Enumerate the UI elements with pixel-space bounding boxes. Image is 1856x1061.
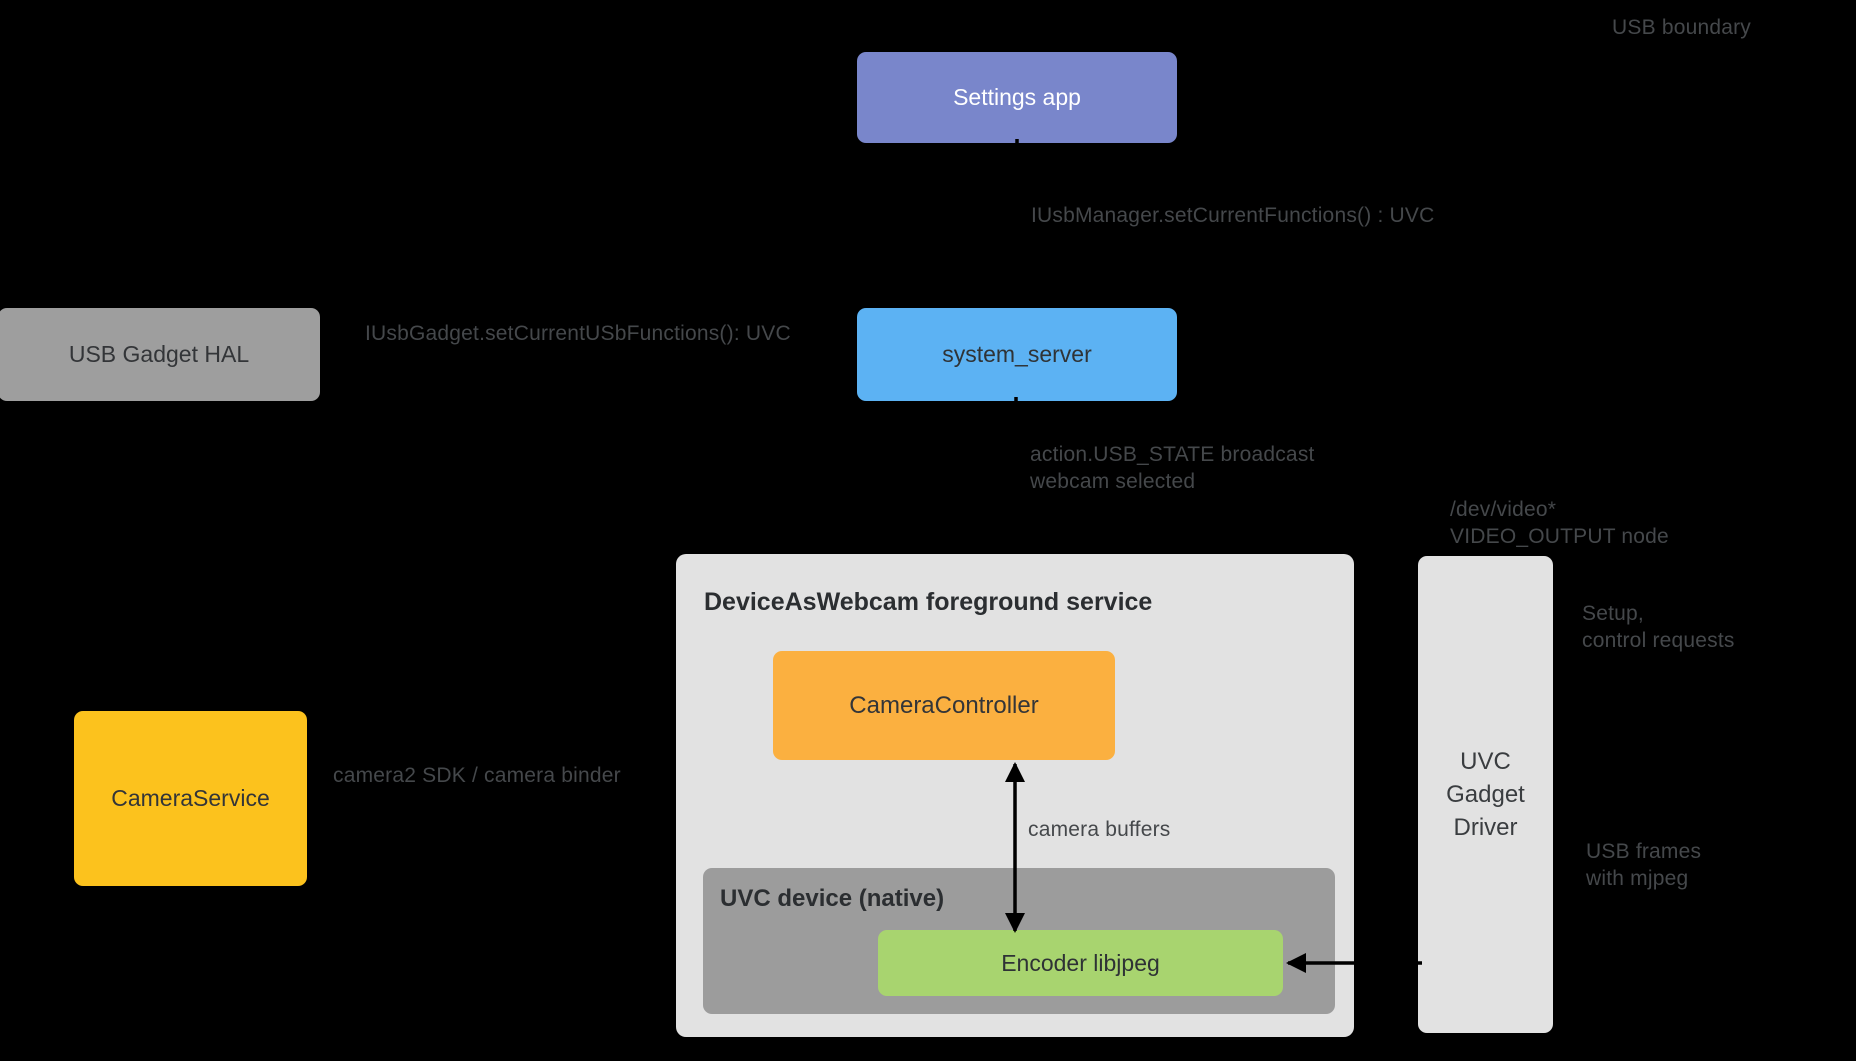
settings-app-node: Settings app: [857, 52, 1177, 143]
system-server-node: system_server: [857, 308, 1177, 401]
camera-controller-node: CameraController: [773, 651, 1115, 760]
setup-control-line2: control requests: [1582, 629, 1735, 652]
device-as-webcam-title: DeviceAsWebcam foreground service: [704, 588, 1153, 616]
settings-app-label: Settings app: [953, 84, 1081, 110]
uvc-device-native-title: UVC device (native): [720, 885, 945, 912]
camera-buffers-label: camera buffers: [1028, 818, 1171, 841]
iusbmanager-call-label: IUsbManager.setCurrentFunctions() : UVC: [1031, 204, 1435, 227]
uvc-gadget-driver-line2: Gadget: [1446, 781, 1525, 808]
camera2-sdk-label: camera2 SDK / camera binder: [333, 764, 621, 787]
dev-video-line2: VIDEO_OUTPUT node: [1450, 525, 1669, 548]
uvc-gadget-driver-node: UVC Gadget Driver: [1418, 556, 1553, 1033]
camera-service-label: CameraService: [111, 785, 270, 811]
encoder-libjpeg-node: Encoder libjpeg: [878, 930, 1283, 996]
usb-gadget-hal-label: USB Gadget HAL: [68, 341, 250, 367]
usb-frames-line2: with mjpeg: [1586, 867, 1689, 890]
encoder-libjpeg-label: Encoder libjpeg: [1001, 949, 1160, 976]
setup-control-line1: Setup,: [1582, 602, 1644, 625]
uvc-gadget-driver-line1: UVC: [1460, 748, 1511, 775]
dev-video-line1: /dev/video*: [1450, 498, 1557, 521]
camera-controller-label: CameraController: [849, 691, 1039, 719]
usb-frames-line1: USB frames: [1586, 840, 1702, 863]
camera-service-node: CameraService: [74, 711, 307, 886]
usb-gadget-hal-node: USB Gadget HAL: [0, 308, 320, 401]
usb-state-broadcast-line2: webcam selected: [1030, 470, 1196, 493]
setup-control-requests-label: Setup, control requests: [1582, 600, 1735, 654]
usb-boundary-label: USB boundary: [1612, 16, 1751, 39]
system-server-label: system_server: [942, 341, 1092, 367]
uvc-gadget-driver-line3: Driver: [1453, 814, 1518, 841]
dev-video-node-label: /dev/video* VIDEO_OUTPUT node: [1450, 496, 1669, 550]
iusbgadget-call-label: IUsbGadget.setCurrentUSbFunctions(): UVC: [365, 322, 791, 345]
usb-frames-label: USB frames with mjpeg: [1586, 838, 1701, 892]
usb-state-broadcast-label: action.USB_STATE broadcast webcam select…: [1030, 441, 1315, 495]
usb-state-broadcast-line1: action.USB_STATE broadcast: [1030, 443, 1315, 466]
